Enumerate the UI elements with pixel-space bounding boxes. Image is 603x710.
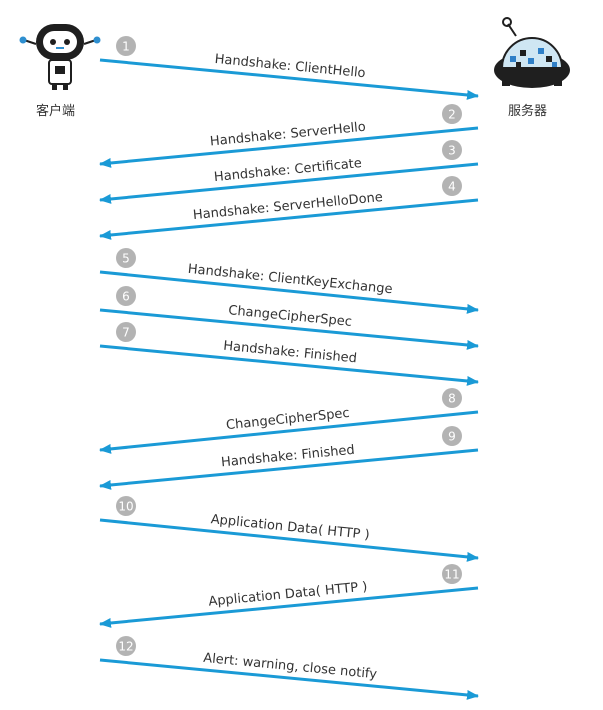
client-label: 客户端 — [36, 104, 76, 119]
step-badge-3 — [442, 140, 462, 160]
server-label: 服务器 — [508, 104, 548, 119]
step-number-5: 5 — [122, 252, 130, 266]
step-label-6: ChangeCipherSpec — [228, 303, 353, 330]
arrow-step-1 — [99, 58, 479, 100]
arrow-step-3 — [99, 162, 479, 204]
step-badge-4 — [442, 176, 462, 196]
arrow-step-11 — [99, 586, 479, 628]
arrow-step-6 — [99, 308, 479, 350]
step-number-8: 8 — [448, 392, 456, 406]
arrow-step-2 — [99, 126, 479, 168]
step-number-10: 10 — [118, 500, 133, 514]
step-number-7: 7 — [122, 326, 130, 340]
step-number-2: 2 — [448, 108, 456, 122]
step-label-8: ChangeCipherSpec — [225, 406, 350, 433]
arrow-step-7 — [99, 344, 479, 386]
step-badge-1 — [116, 36, 136, 56]
step-badge-6 — [116, 286, 136, 306]
step-number-4: 4 — [448, 180, 456, 194]
step-badge-5 — [116, 248, 136, 268]
step-badge-10 — [116, 496, 136, 516]
client-robot-icon — [19, 24, 101, 90]
step-badge-11 — [442, 564, 462, 584]
arrow-step-8 — [99, 410, 479, 454]
server-robot-icon — [494, 17, 570, 88]
step-number-3: 3 — [448, 144, 456, 158]
step-number-6: 6 — [122, 290, 130, 304]
step-badge-7 — [116, 322, 136, 342]
arrow-step-9 — [99, 448, 479, 490]
step-number-1: 1 — [122, 40, 130, 54]
step-label-9: Handshake: Finished — [220, 443, 355, 471]
step-badge-8 — [442, 388, 462, 408]
step-label-7: Handshake: Finished — [223, 339, 358, 367]
step-badge-2 — [442, 104, 462, 124]
step-badge-12 — [116, 636, 136, 656]
arrow-step-5 — [99, 270, 479, 314]
step-badge-9 — [442, 426, 462, 446]
arrow-step-4 — [99, 198, 479, 240]
step-number-11: 11 — [444, 568, 459, 582]
arrow-step-12 — [99, 658, 479, 700]
arrow-step-10 — [99, 518, 479, 562]
step-number-9: 9 — [448, 430, 456, 444]
step-number-12: 12 — [118, 640, 133, 654]
